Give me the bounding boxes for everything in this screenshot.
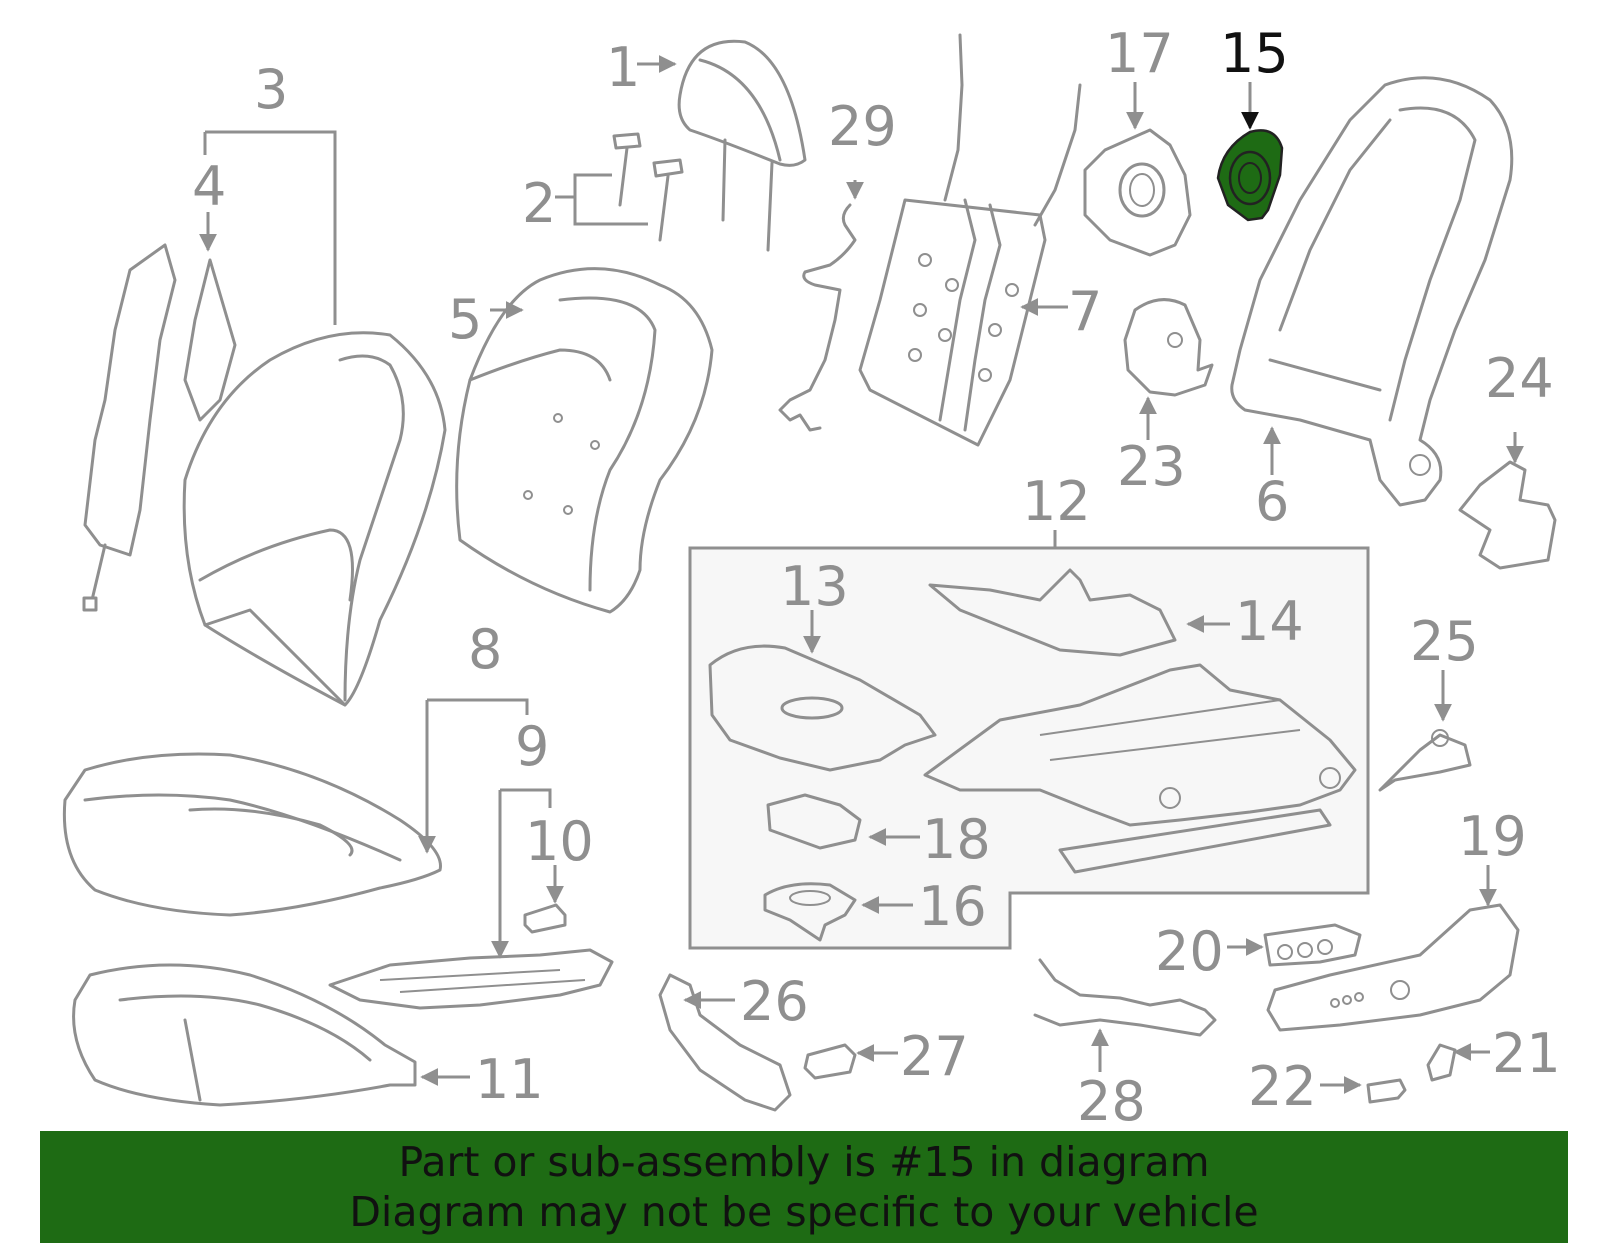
- callout-25: 25: [1410, 610, 1479, 673]
- callout-numbers: 1 2 3 4 5 6 7 8 9 10 11 12 13 14 15 16 1…: [192, 22, 1561, 1130]
- callout-23: 23: [1117, 435, 1186, 498]
- seat-parts-diagram: 1 2 3 4 5 6 7 8 9 10 11 12 13 14 15 16 1…: [62, 22, 1561, 1130]
- callout-19: 19: [1458, 805, 1527, 868]
- part-22-knob: [1366, 1078, 1407, 1104]
- part-1-headrest: [677, 39, 807, 252]
- part-23-motor: [1123, 298, 1214, 397]
- callout-1: 1: [606, 36, 640, 99]
- part-19-side-shield: [1266, 903, 1520, 1032]
- callout-14: 14: [1235, 590, 1304, 653]
- callout-5: 5: [448, 288, 482, 351]
- part-12-seat-track: [923, 663, 1357, 874]
- callout-2: 2: [522, 172, 556, 235]
- callout-3: 3: [254, 58, 288, 121]
- callout-13: 13: [780, 555, 849, 618]
- part-18-switch: [766, 793, 862, 850]
- callout-9: 9: [515, 715, 549, 778]
- part-9-occupant-mat: [328, 948, 614, 1010]
- callout-15: 15: [1220, 22, 1289, 85]
- part-27-clip: [803, 1043, 857, 1080]
- part-24-bracket: [1458, 460, 1557, 570]
- banner-line-1: Part or sub-assembly is #15 in diagram: [398, 1138, 1210, 1186]
- part-20-switch: [1263, 923, 1362, 967]
- part-14-spring-assy: [928, 568, 1177, 657]
- part-16-ring: [763, 882, 857, 942]
- callout-7: 7: [1068, 280, 1102, 343]
- part-10-sensor: [523, 903, 567, 934]
- part-4-seatback-heater: [82, 243, 237, 612]
- callout-29: 29: [828, 95, 897, 158]
- callout-6: 6: [1255, 470, 1289, 533]
- part-13-seat-pan: [708, 644, 937, 772]
- part-17-recliner-bracket: [1083, 128, 1192, 257]
- part-28-wire-harness: [1033, 958, 1217, 1037]
- part-26-side-cover: [658, 973, 792, 1112]
- part-21-knob: [1426, 1043, 1457, 1082]
- callout-20: 20: [1155, 920, 1224, 983]
- part-2-headrest-guides: [612, 132, 684, 242]
- callout-12: 12: [1022, 470, 1091, 533]
- callout-18: 18: [922, 808, 991, 871]
- part-3-seatback-cover: [182, 331, 447, 707]
- part-11-cushion-pad: [72, 963, 417, 1107]
- part-info-banner: Part or sub-assembly is #15 in diagram D…: [40, 1131, 1568, 1243]
- callout-22: 22: [1248, 1055, 1317, 1118]
- callout-28: 28: [1077, 1070, 1146, 1130]
- banner-line-2: Diagram may not be specific to your vehi…: [349, 1188, 1259, 1236]
- part-15-highlighted: [1216, 129, 1284, 222]
- callout-16: 16: [918, 875, 987, 938]
- callout-24: 24: [1485, 347, 1554, 410]
- leader-lines: [199, 55, 1524, 1094]
- part-7-spring-panel: [858, 33, 1082, 447]
- callout-11: 11: [475, 1048, 544, 1111]
- part-5-seatback-pad: [455, 267, 714, 614]
- callout-26: 26: [740, 970, 809, 1033]
- part-25-bracket: [1378, 729, 1472, 792]
- callout-21: 21: [1492, 1022, 1561, 1085]
- callout-10: 10: [525, 810, 594, 873]
- callout-27: 27: [900, 1025, 969, 1088]
- callout-17: 17: [1105, 22, 1174, 85]
- callout-8: 8: [468, 618, 502, 681]
- part-8-cushion-cover: [62, 752, 442, 917]
- part-6-seatback-frame: [1230, 76, 1514, 507]
- part-29-wire-harness: [778, 203, 857, 432]
- callout-4: 4: [192, 155, 226, 218]
